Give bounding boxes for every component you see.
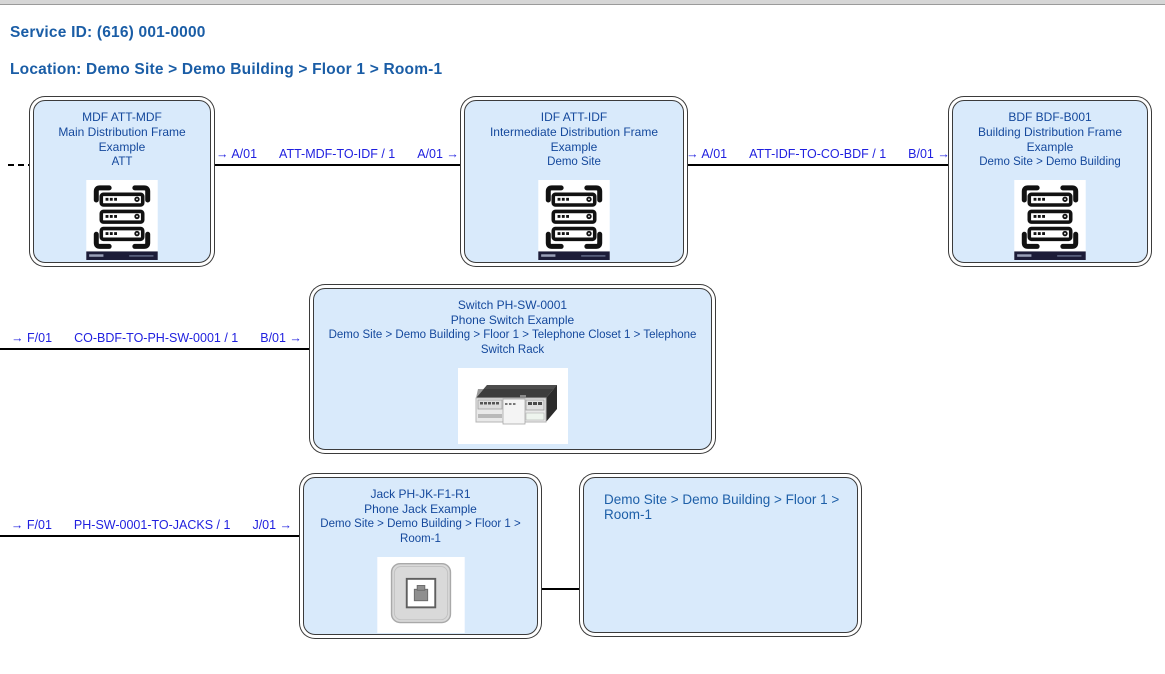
- service-id-heading: Service ID: (616) 001-0000: [10, 24, 206, 41]
- node-location-path: Demo Site > Demo Building > Floor 1 > Te…: [328, 329, 697, 356]
- node-jack[interactable]: Jack PH-JK-F1-R1 Phone Jack Example Demo…: [303, 477, 538, 635]
- node-title: BDF BDF-B001: [1008, 110, 1092, 124]
- node-mdf[interactable]: MDF ATT-MDF Main Distribution Frame Exam…: [33, 100, 211, 263]
- node-bdf[interactable]: BDF BDF-B001 Building Distribution Frame…: [952, 100, 1148, 263]
- wire-switch-to-jack: [0, 535, 303, 537]
- connection-label-mdf-to-idf[interactable]: → A/01 ATT-MDF-TO-IDF / 1 A/01 →: [211, 143, 464, 161]
- rack-icon: [86, 180, 158, 260]
- node-location-path: ATT: [111, 156, 133, 168]
- cable-name[interactable]: ATT-MDF-TO-IDF / 1: [279, 147, 396, 161]
- stub-wire-left-of-mdf: [8, 164, 34, 166]
- node-location-path: Demo Site > Demo Building: [979, 156, 1121, 168]
- node-location-path: Demo Site: [547, 156, 601, 168]
- jack-icon: [376, 557, 465, 633]
- node-room[interactable]: Demo Site > Demo Building > Floor 1 > Ro…: [583, 477, 858, 633]
- connection-label-switch-to-jacks[interactable]: → F/01 PH-SW-0001-TO-JACKS / 1 J/01 →: [0, 514, 303, 532]
- connection-label-idf-to-bdf[interactable]: → A/01 ATT-IDF-TO-CO-BDF / 1 B/01 →: [684, 143, 952, 161]
- out-port: → F/01: [10, 518, 52, 532]
- cable-name[interactable]: CO-BDF-TO-PH-SW-0001 / 1: [74, 331, 239, 345]
- node-title: Switch PH-SW-0001: [457, 298, 568, 312]
- node-idf[interactable]: IDF ATT-IDF Intermediate Distribution Fr…: [464, 100, 684, 263]
- rack-icon: [1014, 180, 1086, 260]
- connection-label-bdf-to-switch[interactable]: → F/01 CO-BDF-TO-PH-SW-0001 / 1 B/01 →: [0, 327, 313, 345]
- wire-jack-to-room: [538, 588, 583, 590]
- node-description: Phone Jack Example: [364, 502, 477, 516]
- rack-icon: [536, 180, 612, 260]
- in-port: B/01 →: [908, 147, 950, 161]
- node-description: Building Distribution Frame Example: [977, 125, 1123, 154]
- out-port: → A/01: [686, 147, 728, 161]
- node-description: Phone Switch Example: [450, 313, 575, 327]
- wire-mdf-to-idf: [211, 164, 464, 166]
- wire-idf-to-bdf: [684, 164, 952, 166]
- node-title: MDF ATT-MDF: [82, 110, 162, 124]
- in-port: J/01 →: [252, 518, 293, 532]
- switch-icon: [457, 368, 568, 444]
- cable-name[interactable]: PH-SW-0001-TO-JACKS / 1: [73, 518, 231, 532]
- node-description: Intermediate Distribution Frame Example: [489, 125, 659, 154]
- in-port: B/01 →: [260, 331, 302, 345]
- out-port: → A/01: [216, 147, 258, 161]
- in-port: A/01 →: [417, 147, 459, 161]
- out-port: → F/01: [11, 331, 53, 345]
- location-breadcrumb: Location: Demo Site > Demo Building > Fl…: [10, 61, 443, 78]
- node-location-path: Demo Site > Demo Building > Floor 1 > Ro…: [320, 518, 521, 545]
- node-location-path: Demo Site > Demo Building > Floor 1 > Ro…: [604, 492, 840, 522]
- cable-name[interactable]: ATT-IDF-TO-CO-BDF / 1: [749, 147, 887, 161]
- wire-bdf-to-switch: [0, 348, 313, 350]
- node-title: Jack PH-JK-F1-R1: [370, 487, 471, 501]
- node-title: IDF ATT-IDF: [540, 110, 608, 124]
- node-switch[interactable]: Switch PH-SW-0001 Phone Switch Example D…: [313, 288, 712, 450]
- node-description: Main Distribution Frame Example: [58, 125, 186, 154]
- window-frame-edge: [0, 0, 1165, 5]
